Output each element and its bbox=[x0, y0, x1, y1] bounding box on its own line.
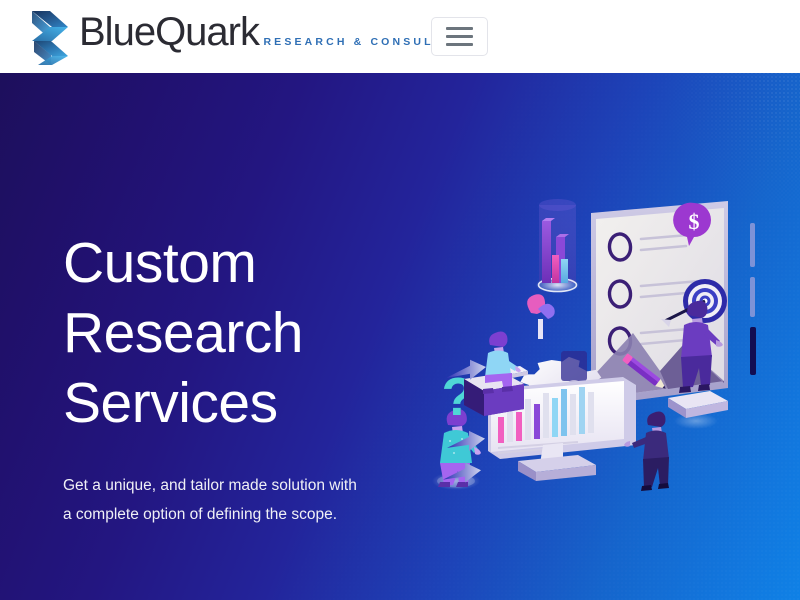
pencil-icon bbox=[622, 353, 666, 389]
person-sitting bbox=[464, 331, 528, 416]
brand-logo-link[interactable]: BlueQuark RESEARCH & CONSULTING bbox=[30, 8, 471, 66]
isometric-business-research-illustration: $ bbox=[428, 193, 788, 503]
brand-tagline: RESEARCH & CONSULTING bbox=[263, 36, 471, 48]
person-pointing bbox=[624, 411, 669, 491]
brand-name: BlueQuark bbox=[79, 10, 260, 54]
top-navbar: BlueQuark RESEARCH & CONSULTING bbox=[0, 0, 800, 73]
bar-chart-bars bbox=[498, 387, 594, 443]
3d-bar-chart-cylinder bbox=[535, 199, 580, 293]
hero-section: $ bbox=[0, 73, 800, 600]
hero-copy-block: Custom Research Services Get a unique, a… bbox=[63, 228, 393, 529]
hamburger-menu-icon-bar-1 bbox=[446, 27, 473, 30]
hamburger-menu-icon-bar-3 bbox=[446, 43, 473, 46]
hamburger-menu-icon-bar-2 bbox=[446, 35, 473, 38]
brand-name-part1: Blue bbox=[79, 10, 156, 54]
svg-text:$: $ bbox=[689, 209, 700, 234]
brand-text-group: BlueQuark RESEARCH & CONSULTING bbox=[79, 8, 471, 52]
page-title: Custom Research Services bbox=[63, 231, 303, 435]
navbar-toggler-button[interactable] bbox=[431, 17, 488, 56]
arrow-icon-3 bbox=[446, 359, 486, 380]
hero-subtitle: Get a unique, and tailor made solution w… bbox=[63, 477, 357, 523]
person-presenting bbox=[668, 300, 728, 429]
vertical-accent-bars bbox=[750, 223, 756, 375]
arrow-icon bbox=[447, 430, 485, 451]
dollar-speech-bubble-icon: $ bbox=[673, 202, 711, 246]
bluequark-chevron-logo-icon bbox=[30, 8, 72, 66]
monitor-bar-chart bbox=[488, 377, 636, 481]
person-thinking bbox=[432, 409, 481, 490]
brand-name-part2: Quark bbox=[155, 10, 260, 54]
arrow-icon-2 bbox=[443, 462, 481, 483]
plant-sprite-icon bbox=[527, 294, 555, 339]
